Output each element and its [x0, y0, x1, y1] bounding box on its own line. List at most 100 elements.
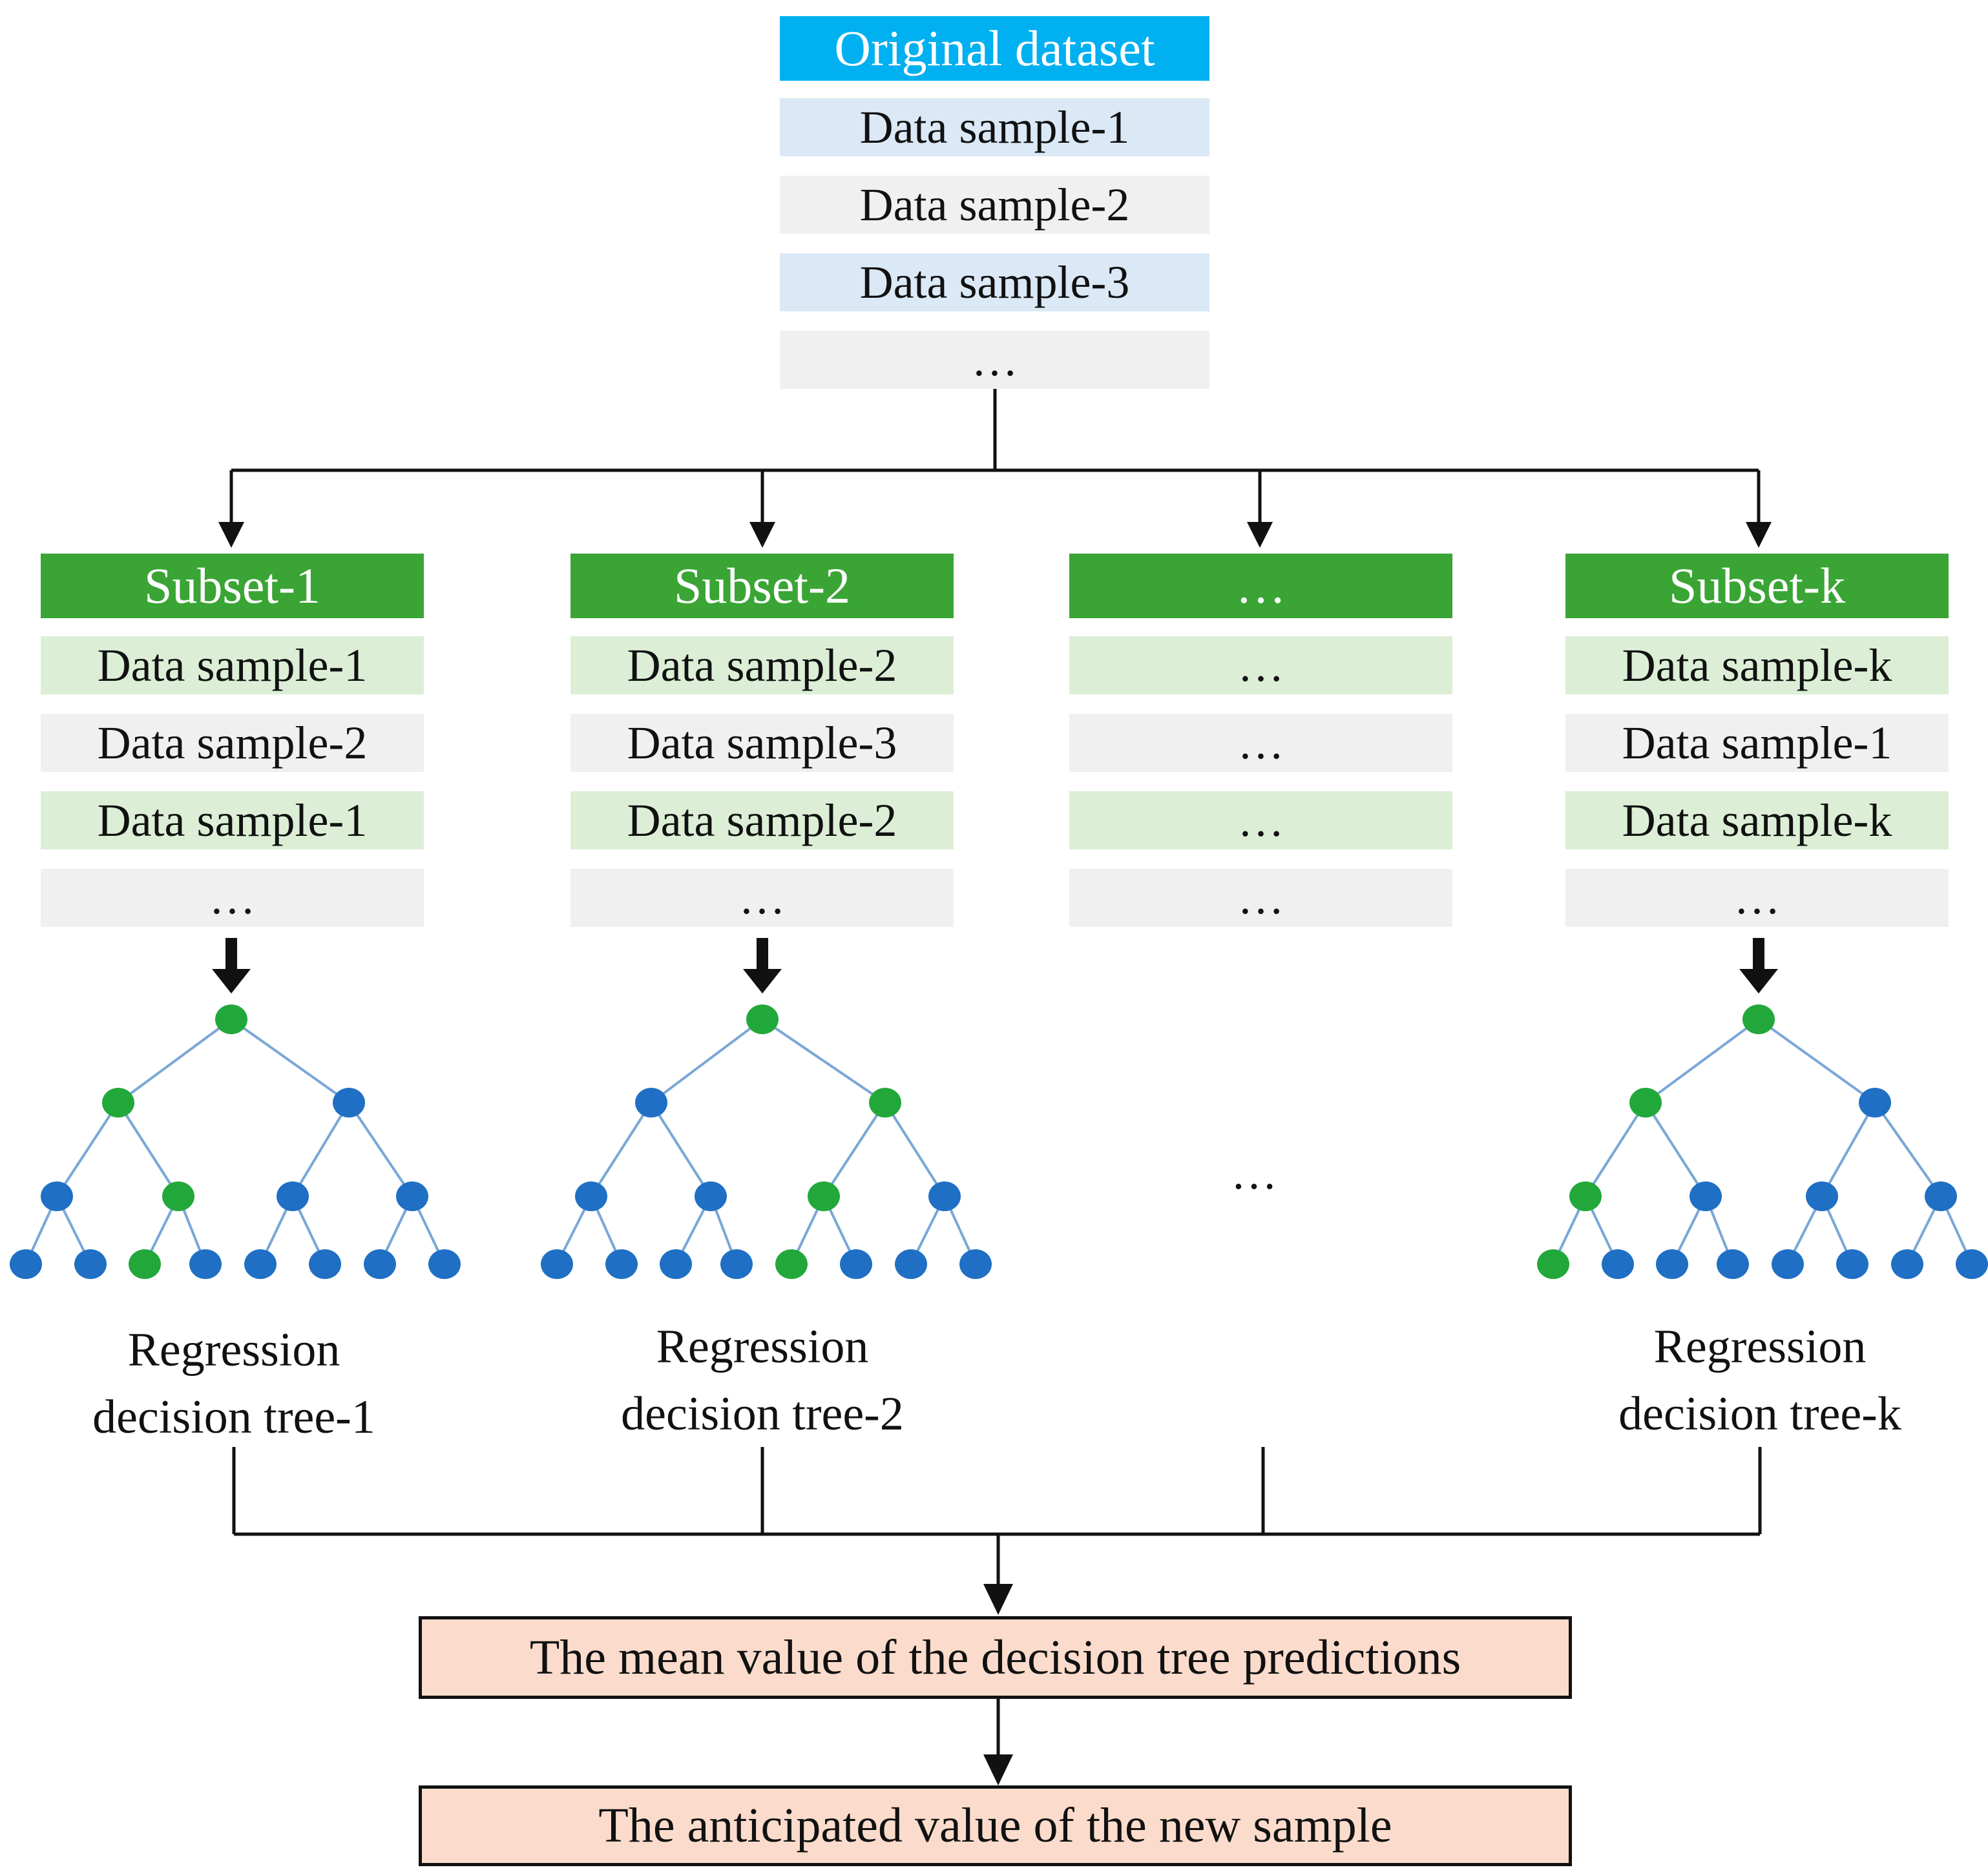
tree-k-node: [1629, 1088, 1662, 1118]
decision-trees: [10, 1004, 1988, 1279]
tree-k-label-line2: decision tree-k: [1618, 1388, 1901, 1440]
subset-1-row-1: Data sample-1: [41, 636, 424, 694]
tree-k-node: [1742, 1004, 1775, 1034]
tree-1-node: [309, 1249, 341, 1279]
tree-1-edge: [117, 1101, 180, 1198]
tree-1-node: [215, 1004, 247, 1034]
tree-k-node: [1859, 1088, 1891, 1118]
tree-2-node: [840, 1249, 872, 1279]
subset-k-row-1: Data sample-k: [1565, 636, 1949, 694]
tree-2-edge: [884, 1101, 946, 1198]
tree-1-node: [333, 1088, 365, 1118]
tree-1-node: [102, 1088, 134, 1118]
tree-1-node: [189, 1249, 222, 1279]
tree-2-node: [928, 1181, 961, 1211]
tree-k-edge: [1757, 1018, 1876, 1104]
tree-1-edge: [230, 1018, 350, 1104]
tree-k-node: [1956, 1249, 1988, 1279]
tree-k-edge: [1584, 1101, 1647, 1198]
subset-arrows: [218, 470, 1772, 548]
tree-k-node: [1806, 1181, 1838, 1211]
tree-k-edge: [1821, 1102, 1876, 1197]
tree-2-node: [959, 1249, 992, 1279]
tree-2-node: [775, 1249, 808, 1279]
tree-1-label-line2: decision tree-1: [92, 1391, 375, 1444]
tree-k-node: [1717, 1249, 1749, 1279]
tree-k: [1537, 1004, 1988, 1279]
tree-2-node: [635, 1088, 667, 1118]
tree-2-node: [720, 1249, 753, 1279]
tree-ellipsis: …: [1231, 1147, 1277, 1199]
tree-2-node: [808, 1181, 840, 1211]
subset-2-row-1: Data sample-2: [570, 636, 954, 694]
tree-k-edge: [1644, 1101, 1707, 1198]
aggregation-lines: [232, 1447, 1762, 1785]
tree-k-node: [1925, 1181, 1957, 1211]
subset-ellipsis-row-1: …: [1069, 636, 1452, 694]
tree-2: [541, 1004, 992, 1279]
tree-k-node: [1772, 1249, 1804, 1279]
tree-1-node: [129, 1249, 161, 1279]
tree-1-edge: [348, 1101, 413, 1198]
tree-2-label-line2: decision tree-2: [621, 1388, 904, 1440]
tree-1-node: [396, 1181, 428, 1211]
tree-k-node: [1602, 1249, 1634, 1279]
tree-2-node: [746, 1004, 779, 1034]
tree-1-node: [428, 1249, 461, 1279]
tree-1-node: [364, 1249, 396, 1279]
thick-arrows: [212, 938, 1778, 993]
subset-k-row-4: …: [1565, 869, 1949, 927]
original-row-3: Data sample-3: [780, 253, 1209, 311]
subset-2-header: Subset-2: [570, 554, 954, 618]
original-row-4: …: [780, 331, 1209, 389]
tree-2-edge: [761, 1018, 886, 1104]
subset-ellipsis-row-2: …: [1069, 714, 1452, 772]
tree-2-node: [869, 1088, 901, 1118]
tree-2-node: [695, 1181, 727, 1211]
tree-k-node: [1690, 1181, 1722, 1211]
tree-k-label: Regression decision tree-k: [1566, 1313, 1954, 1448]
tree-1-label: Regression decision tree-1: [40, 1316, 428, 1451]
mean-prediction-box: The mean value of the decision tree pred…: [419, 1616, 1572, 1699]
subset-1-row-3: Data sample-1: [41, 791, 424, 849]
subset-ellipsis-header: …: [1069, 554, 1452, 618]
tree-1-node: [74, 1249, 107, 1279]
tree-2-edge: [650, 1101, 712, 1198]
tree-1-node: [10, 1249, 42, 1279]
tree-2-node: [575, 1181, 607, 1211]
tree-2-node: [895, 1249, 927, 1279]
tree-k-node: [1656, 1249, 1688, 1279]
tree-k-edge: [1874, 1101, 1942, 1198]
tree-2-edge: [590, 1101, 653, 1198]
tree-k-node: [1537, 1249, 1569, 1279]
anticipated-value-box: The anticipated value of the new sample: [419, 1785, 1572, 1866]
tree-1-node: [162, 1181, 194, 1211]
tree-1-edge: [56, 1101, 120, 1198]
subset-1-header: Subset-1: [41, 554, 424, 618]
subset-1-row-2: Data sample-2: [41, 714, 424, 772]
subset-2-row-2: Data sample-3: [570, 714, 954, 772]
tree-k-node: [1836, 1249, 1868, 1279]
subset-2-row-3: Data sample-2: [570, 791, 954, 849]
original-row-1: Data sample-1: [780, 98, 1209, 156]
original-dataset-header: Original dataset: [780, 16, 1209, 81]
subset-k-row-2: Data sample-1: [1565, 714, 1949, 772]
tree-1-node: [277, 1181, 309, 1211]
tree-1-edge: [117, 1018, 233, 1104]
subset-2-row-4: …: [570, 869, 954, 927]
original-row-2: Data sample-2: [780, 176, 1209, 234]
subset-k-header: Subset-k: [1565, 554, 1949, 618]
tree-1: [10, 1004, 461, 1279]
subset-k-row-3: Data sample-k: [1565, 791, 1949, 849]
tree-k-node: [1891, 1249, 1923, 1279]
tree-k-node: [1569, 1181, 1602, 1211]
tree-2-label-line1: Regression: [656, 1320, 869, 1373]
tree-1-label-line1: Regression: [127, 1324, 340, 1377]
tree-2-node: [605, 1249, 638, 1279]
subset-ellipsis-row-4: …: [1069, 869, 1452, 927]
tree-2-node: [660, 1249, 692, 1279]
tree-2-node: [541, 1249, 573, 1279]
tree-k-edge: [1644, 1018, 1760, 1104]
